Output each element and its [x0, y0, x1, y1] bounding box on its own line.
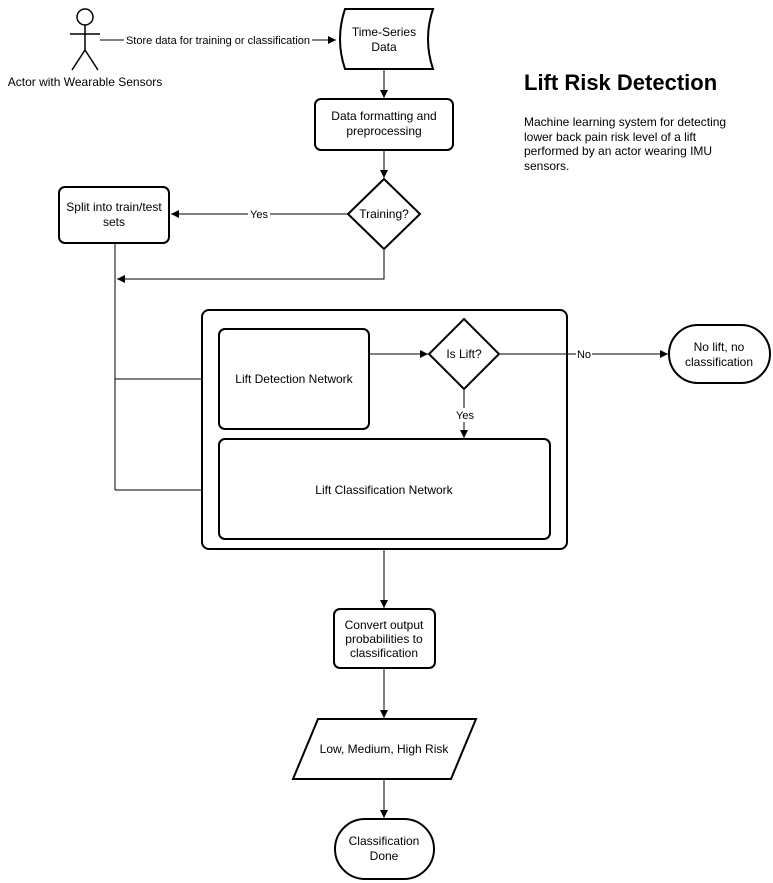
time-series-data-node [339, 8, 435, 70]
time-series-label-1: Time-Series [352, 25, 416, 39]
lift-detection-node [218, 328, 370, 430]
done-label-2: Done [370, 849, 399, 863]
split-label-2: sets [103, 215, 125, 229]
edge-no-lift-label: No [577, 349, 591, 361]
split-node [58, 186, 170, 244]
convert-label-1: Convert output [345, 618, 424, 632]
time-series-label-2: Data [371, 40, 397, 54]
page-description: Machine learning system for detecting lo… [524, 115, 727, 173]
no-lift-label-2: classification [685, 355, 753, 369]
formatting-label-1: Data formatting and [331, 109, 436, 123]
page-title: Lift Risk Detection [524, 70, 718, 95]
is-lift-label: Is Lift? [446, 347, 482, 361]
lift-classification-node [218, 438, 551, 540]
lift-detection-label: Lift Detection Network [235, 372, 353, 386]
edge-yes-lift-label: Yes [456, 410, 474, 422]
edge-store-label: Store data for training or classificatio… [126, 35, 310, 47]
edge-yes-training-label: Yes [250, 209, 268, 221]
lift-classification-label: Lift Classification Network [315, 483, 453, 497]
convert-label-3: classification [350, 646, 418, 660]
risk-output-node [291, 718, 478, 780]
done-label-1: Classification [349, 834, 420, 848]
training-label: Training? [359, 207, 409, 221]
convert-label-2: probabilities to [345, 632, 423, 646]
risk-label: Low, Medium, High Risk [320, 742, 450, 756]
no-lift-node [668, 324, 771, 384]
actor-icon [70, 8, 100, 71]
split-label-1: Split into train/test [66, 200, 162, 214]
no-lift-label-1: No lift, no [694, 340, 745, 354]
actor-label: Actor with Wearable Sensors [8, 75, 163, 89]
done-node [334, 818, 435, 880]
edge-no-training [117, 249, 385, 283]
formatting-label-2: preprocessing [346, 124, 421, 138]
